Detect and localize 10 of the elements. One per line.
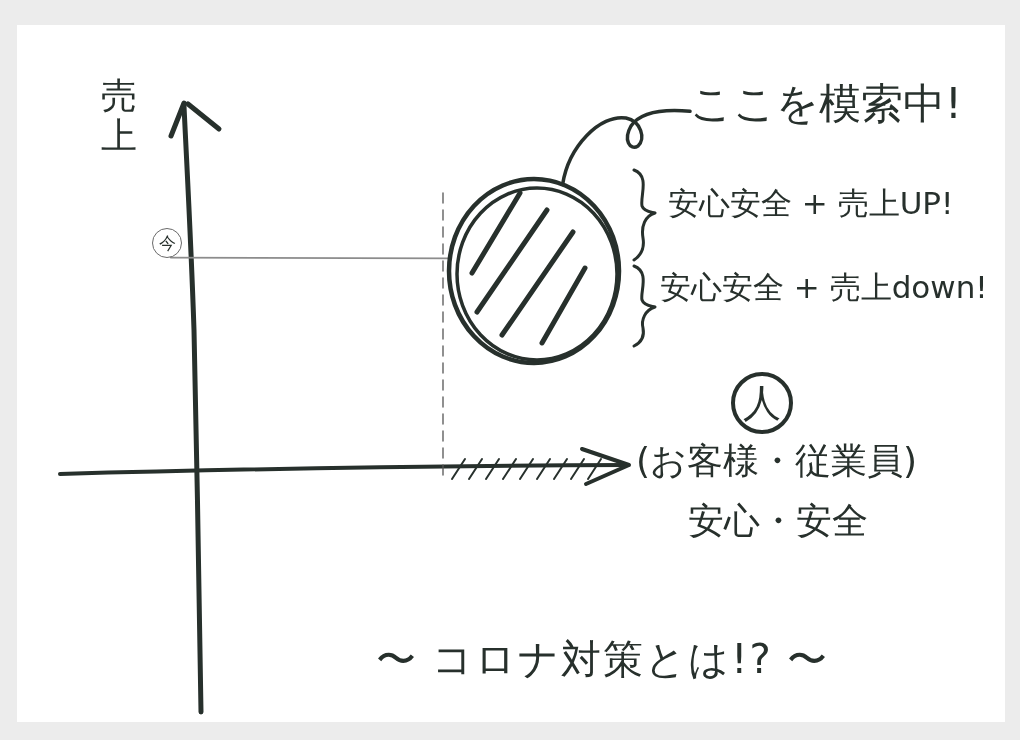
axis-label: 安心・安全: [688, 500, 868, 542]
hatched-circle: [445, 175, 623, 367]
circled-label: 人: [731, 372, 793, 434]
bracket-text: 安心安全 + 売上UP!: [668, 186, 954, 222]
title-text: 〜 コロナ対策とは!? 〜: [374, 636, 831, 682]
axis-label: (お客様・従業員): [636, 440, 918, 482]
guide-line: [169, 256, 451, 260]
callout-text: ここを模索中!: [690, 75, 982, 133]
bracket-text: 安心安全 + 売上down!: [660, 270, 988, 306]
axis-label: 売上: [100, 76, 138, 156]
